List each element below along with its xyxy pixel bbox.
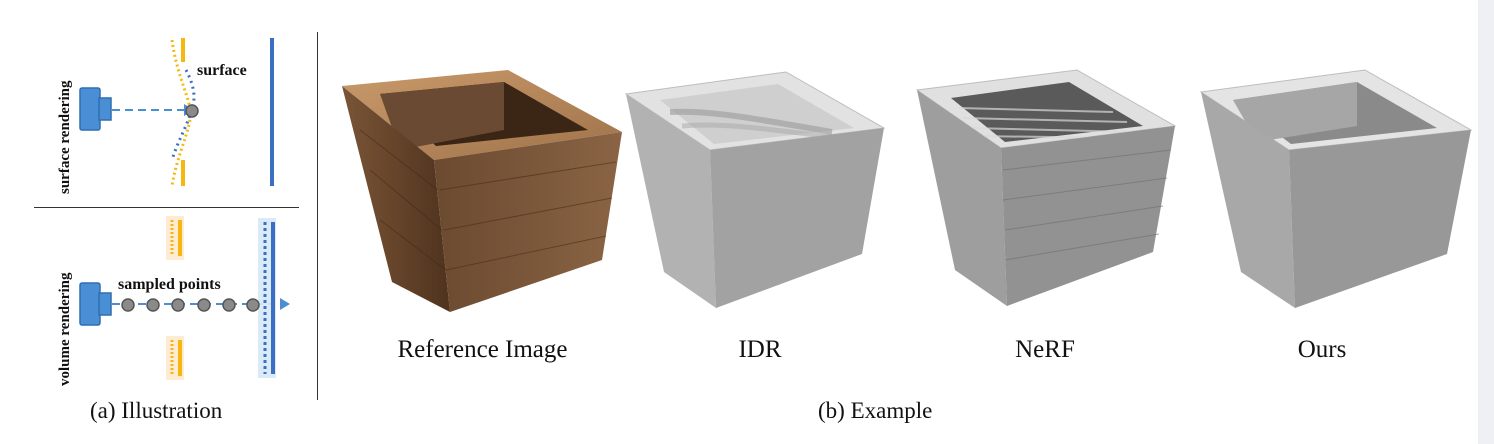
sample-point [222, 298, 236, 312]
surface-curve-bottom [170, 119, 192, 187]
right-margin-strip [1478, 0, 1494, 444]
volume-rendering-diagram [79, 216, 290, 380]
sample-point [121, 298, 135, 312]
ours-label: Ours [1297, 336, 1347, 363]
illustration-caption: (a) Illustration [90, 398, 223, 423]
illustration-diagram [79, 38, 290, 380]
surface-rendering-diagram [79, 38, 274, 187]
horizontal-divider [34, 207, 299, 208]
camera-lens-icon [98, 292, 112, 316]
ray-arrow [280, 298, 290, 310]
sample-point [246, 298, 260, 312]
nerf-label: NeRF [1015, 336, 1075, 363]
sampled-points-label: sampled points [118, 276, 221, 293]
idr-label: IDR [738, 336, 782, 363]
surface-curve-top [170, 39, 192, 109]
sample-point [146, 298, 160, 312]
sample-point [197, 298, 211, 312]
reference-image [340, 50, 630, 320]
camera-lens-icon [98, 97, 112, 121]
illustration-panel: surface rendering volume rendering [0, 0, 318, 444]
nerf-render [913, 50, 1183, 320]
implicit-surface-curve [170, 69, 196, 161]
surface-label: surface [197, 62, 247, 79]
camera-icon [79, 87, 101, 131]
intersection-point [185, 104, 199, 118]
reference-image-label: Reference Image [397, 336, 568, 363]
ours-render [1197, 50, 1477, 320]
example-caption: (b) Example [818, 398, 933, 423]
sample-point [171, 298, 185, 312]
idr-render [622, 50, 892, 320]
vertical-divider [317, 32, 318, 400]
camera-icon [79, 282, 101, 326]
